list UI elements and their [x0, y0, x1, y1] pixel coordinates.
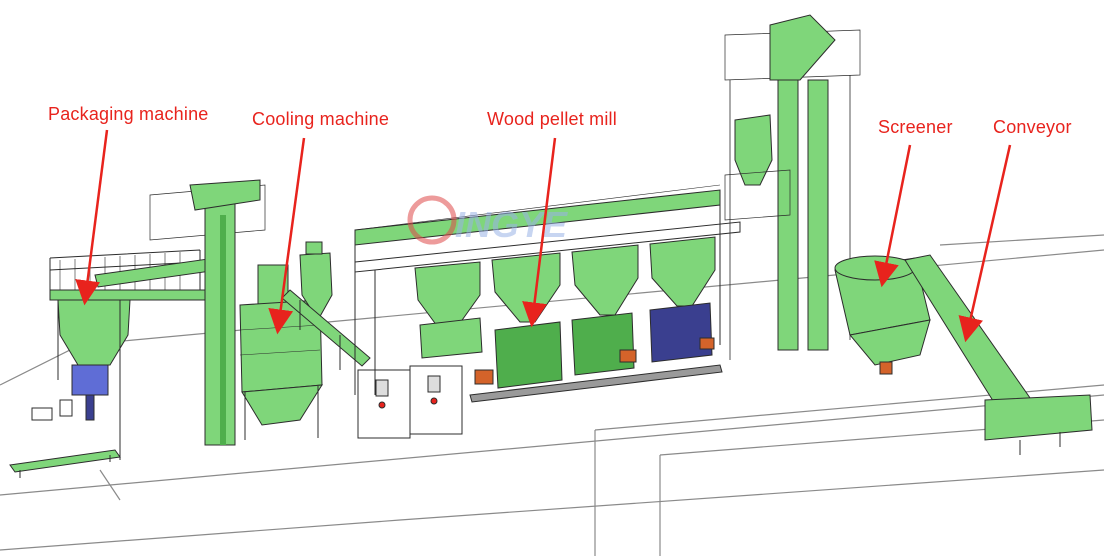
- control-cabinets: [357, 365, 463, 439]
- pellet-mills: [419, 302, 723, 403]
- arrow-cooling: [268, 137, 306, 335]
- arrow-conveyor: [958, 144, 1012, 343]
- arrow-screener: [874, 144, 912, 288]
- label-cooling-machine: Cooling machine: [252, 109, 390, 129]
- watermark-logo: INGYE: [407, 195, 568, 245]
- cooling-machine: [239, 241, 333, 440]
- arrow-packaging: [75, 129, 109, 306]
- label-screener: Screener: [878, 117, 953, 137]
- bucket-elevator-left: [189, 179, 261, 446]
- mill-platform: [354, 184, 741, 395]
- label-wood-pellet-mill: Wood pellet mill: [487, 109, 617, 129]
- label-packaging-machine: Packaging machine: [48, 104, 209, 124]
- svg-text:INGYE: INGYE: [455, 204, 568, 245]
- conveyor: [904, 254, 1093, 455]
- inclined-conveyor-middle: [281, 289, 371, 370]
- arrow-mill: [522, 137, 557, 328]
- callout-arrows: [75, 129, 1012, 343]
- pellet-mill-hoppers: [414, 236, 716, 331]
- label-conveyor: Conveyor: [993, 117, 1072, 137]
- bucket-elevator-tall: [724, 14, 861, 360]
